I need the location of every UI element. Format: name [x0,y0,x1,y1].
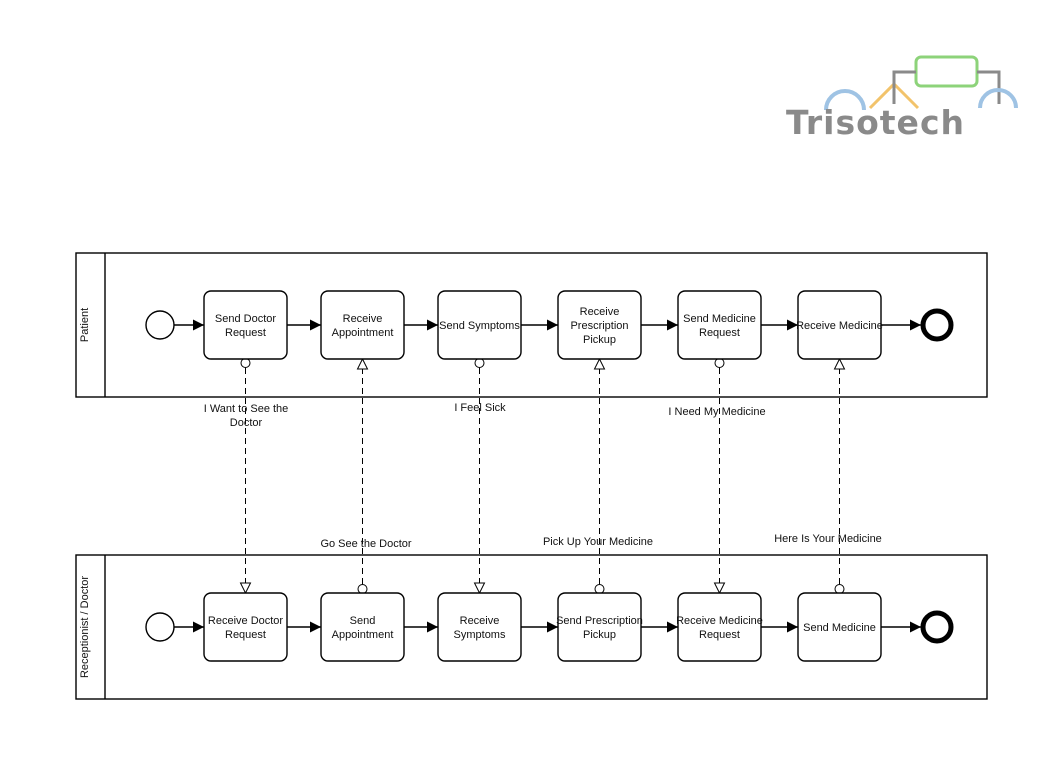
task-box [320,290,405,360]
message-label: Go See the Doctor [320,538,411,550]
message-label: I Want to See the [204,403,289,415]
task-label: Symptoms [454,629,506,641]
task-label: Prescription [570,320,628,332]
task-label: Send Symptoms [439,320,520,332]
end-event-doctor [920,610,954,644]
message-source-marker [357,584,368,594]
message-source-marker [714,358,725,368]
start-event-patient [145,310,175,340]
message-label: I Need My Medicine [668,406,765,418]
task-label: Receive Medicine [796,320,883,332]
task-box [797,592,882,662]
start-event-doctor [145,612,175,642]
task-label: Appointment [332,327,394,339]
task-box [557,290,642,360]
message-label: I Feel Sick [454,402,506,414]
message-flow: Pick Up Your Medicine [543,357,653,594]
message-label: Here Is Your Medicine [774,533,882,545]
message-target-marker [593,357,606,370]
task-box [557,592,642,662]
task-label: Request [225,327,266,339]
task-label: Send Prescription [556,615,643,627]
trisotech-logo: Trisotech [786,55,1018,142]
task-box [203,592,288,662]
task-label: Send [350,615,376,627]
task-label: Pickup [583,629,616,641]
message-label: Doctor [230,417,263,429]
logo-green-box [914,55,979,88]
task-box [437,592,522,662]
task-p6[interactable]: Receive Medicine [796,290,883,360]
message-target-marker [356,357,369,370]
pool-label-receptionist-doctor: Receptionist / Doctor [79,576,91,678]
message-source-marker [474,358,485,368]
message-label: Pick Up Your Medicine [543,536,653,548]
task-box [320,592,405,662]
task-label: Send Medicine [803,622,876,634]
message-target-marker [473,582,486,595]
task-label: Receive Doctor [208,615,284,627]
logo-blue-arc-right [978,88,1018,109]
task-label: Request [699,629,740,641]
task-label: Receive [460,615,500,627]
task-label: Send Medicine [683,313,756,325]
task-box [677,290,762,360]
logo-wordmark: Trisotech [786,103,965,142]
task-label: Pickup [583,334,616,346]
message-source-marker [240,358,251,368]
task-label: Send Doctor [215,313,276,325]
task-p3[interactable]: Send Symptoms [437,290,522,360]
logo-gray-connector-left [892,70,916,104]
message-source-marker [594,584,605,594]
task-d6[interactable]: Send Medicine [797,592,882,662]
task-label: Receive Medicine [676,615,763,627]
message-target-marker [239,582,252,595]
task-box [797,290,882,360]
task-label: Request [699,327,740,339]
logo-gray-connector-right [977,70,1001,104]
task-box [677,592,762,662]
task-label: Appointment [332,629,394,641]
logo-blue-arc-left [824,89,866,111]
message-target-marker [833,357,846,370]
message-flow: Here Is Your Medicine [774,357,882,594]
message-target-marker [713,582,726,595]
message-flow: I Feel Sick [454,358,506,595]
task-label: Request [225,629,266,641]
message-source-marker [834,584,845,594]
pool-label-patient: Patient [79,308,91,342]
task-label: Receive [580,306,620,318]
end-event-patient [920,308,954,342]
task-label: Receive [343,313,383,325]
task-box [437,290,522,360]
task-box [203,290,288,360]
message-flow: I Need My Medicine [668,358,766,595]
